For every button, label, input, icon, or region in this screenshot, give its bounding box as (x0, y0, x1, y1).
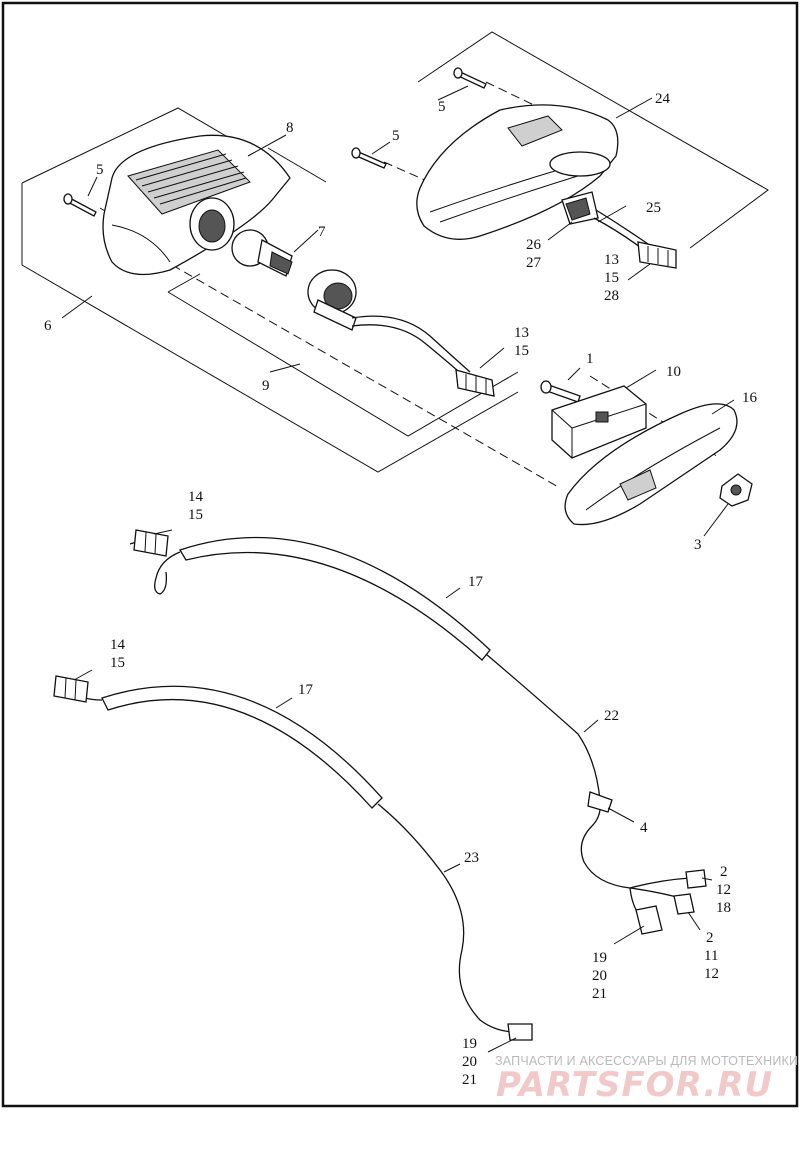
callout-5: 5 (392, 128, 400, 144)
callout-21: 21 (462, 1072, 477, 1088)
callout-25: 25 (646, 200, 661, 216)
callout-4: 4 (640, 820, 648, 836)
callout-9: 9 (262, 378, 270, 394)
callout-11: 11 (704, 948, 718, 964)
callout-2: 2 (720, 864, 728, 880)
callout-28: 28 (604, 288, 619, 304)
callout-24: 24 (655, 91, 671, 107)
callout-5: 5 (96, 162, 104, 178)
callout-10: 10 (666, 364, 681, 380)
tail-lamp-lens-8 (102, 134, 291, 276)
screw-1 (540, 380, 581, 403)
module-10 (551, 385, 647, 459)
screw-5-top (453, 67, 487, 89)
callout-22: 22 (604, 708, 619, 724)
callout-15: 15 (514, 343, 529, 359)
callout-18: 18 (716, 900, 731, 916)
callout-12: 12 (704, 966, 719, 982)
axis-line-main (159, 257, 561, 489)
lens-16 (564, 403, 738, 526)
lamp-harness-25 (561, 191, 677, 269)
watermark-logo: PARTSFOR.RU (496, 1065, 773, 1105)
callout-1: 1 (586, 351, 594, 367)
callout-2: 2 (706, 930, 714, 946)
callout-23: 23 (464, 850, 479, 866)
assembly-box-24 (417, 31, 769, 249)
callout-21: 21 (592, 986, 607, 1002)
callout-26: 26 (526, 237, 542, 253)
callout-17: 17 (468, 574, 484, 590)
harness-17-23 (53, 675, 533, 1041)
nut-3 (719, 473, 753, 507)
leader-lines (61, 85, 735, 1053)
bulb-7 (231, 229, 293, 277)
callout-14: 14 (188, 489, 204, 505)
lamp-housing-24 (416, 104, 619, 240)
callout-20: 20 (592, 968, 607, 984)
callout-27: 27 (526, 255, 542, 271)
diagram-frame (1, 1, 799, 1108)
callout-3: 3 (694, 537, 702, 553)
callout-15: 15 (604, 270, 619, 286)
callout-5: 5 (438, 99, 446, 115)
callout-7: 7 (318, 224, 326, 240)
callout-19: 19 (592, 950, 607, 966)
socket-harness-9 (307, 269, 495, 397)
callout-8: 8 (286, 120, 294, 136)
callout-15: 15 (188, 507, 203, 523)
watermark-tagline: ЗАПЧАСТИ И АКСЕССУАРЫ ДЛЯ МОТОТЕХНИКИ (495, 1054, 798, 1068)
callout-19: 19 (462, 1036, 477, 1052)
screw-5-left (63, 193, 97, 217)
screw-5-middle (351, 147, 387, 169)
callout-6: 6 (44, 318, 52, 334)
callout-16: 16 (742, 390, 758, 406)
harness-17-22 (129, 529, 707, 935)
callout-12: 12 (716, 882, 731, 898)
callout-13: 13 (514, 325, 529, 341)
callout-15: 15 (110, 655, 125, 671)
callout-20: 20 (462, 1054, 477, 1070)
callout-13: 13 (604, 252, 619, 268)
axis-line-24b (485, 81, 541, 109)
callout-17: 17 (298, 682, 314, 698)
callout-14: 14 (110, 637, 126, 653)
